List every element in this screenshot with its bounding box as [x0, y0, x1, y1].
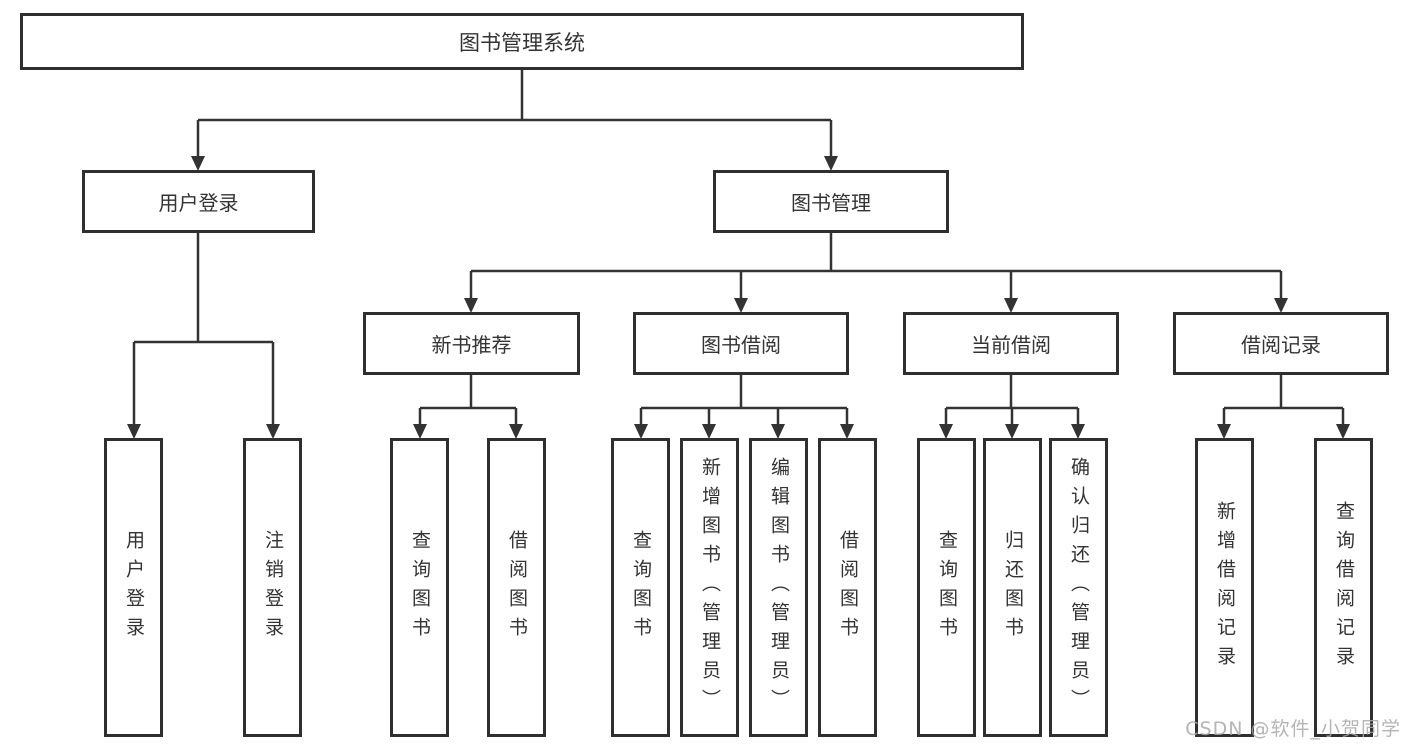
node-user-login: 用户登录: [82, 170, 315, 233]
arrow-down-icon: [824, 156, 838, 171]
arrow-down-icon: [266, 424, 280, 439]
leaf-return-book: 归还图书: [983, 438, 1042, 737]
leaf-query-borrow-record: 查询借阅记录: [1314, 438, 1373, 737]
node-new-book-recommend: 新书推荐: [363, 312, 580, 375]
arrow-down-icon: [771, 424, 785, 439]
leaf-label: 查询图书: [409, 529, 431, 646]
connector-user-login-to-leaves: [132, 233, 275, 426]
leaf-add-borrow-record: 新增借阅记录: [1195, 438, 1254, 737]
arrow-down-icon: [127, 424, 141, 439]
leaf-label: 借阅图书: [506, 529, 528, 646]
arrow-down-icon: [634, 424, 648, 439]
node-book-borrow: 图书借阅: [633, 312, 849, 375]
leaf-borrow-books-recommend: 借阅图书: [487, 438, 546, 737]
leaf-label: 借阅图书: [837, 529, 859, 646]
arrow-down-icon: [1274, 298, 1288, 313]
leaf-label: 确认归还（管理员）: [1068, 457, 1090, 718]
connector-book-mgmt-to-level3: [469, 233, 1283, 300]
connector-current-borrow-to-leaves: [944, 375, 1080, 426]
leaf-query-books-recommend: 查询图书: [390, 438, 449, 737]
leaf-label: 新增借阅记录: [1214, 500, 1236, 675]
leaf-label: 查询图书: [630, 529, 652, 646]
arrow-down-icon: [734, 298, 748, 313]
connector-root-to-level2: [196, 70, 833, 158]
arrow-down-icon: [702, 424, 716, 439]
csdn-watermark: CSDN @软件_小贺同学: [1185, 718, 1401, 740]
leaf-query-books-current: 查询图书: [917, 438, 976, 737]
leaf-label: 查询图书: [936, 529, 958, 646]
connector-new-book-rec-to-leaves: [418, 375, 518, 426]
leaf-label: 编辑图书（管理员）: [768, 457, 790, 718]
connector-borrow-records-to-leaves: [1222, 375, 1345, 426]
leaf-borrow-books: 借阅图书: [818, 438, 877, 737]
node-book-management: 图书管理: [713, 170, 949, 233]
arrow-down-icon: [1005, 424, 1019, 439]
arrow-down-icon: [840, 424, 854, 439]
node-current-borrow: 当前借阅: [903, 312, 1119, 375]
leaf-user-login: 用户登录: [104, 438, 163, 737]
leaf-label: 归还图书: [1002, 529, 1024, 646]
leaf-label: 注销登录: [262, 529, 284, 646]
leaf-logout: 注销登录: [243, 438, 302, 737]
arrow-down-icon: [939, 424, 953, 439]
arrow-down-icon: [1071, 424, 1085, 439]
leaf-label: 查询借阅记录: [1333, 500, 1355, 675]
arrow-down-icon: [413, 424, 427, 439]
leaf-add-book-admin: 新增图书（管理员）: [680, 438, 739, 737]
connector-book-borrow-to-leaves: [639, 375, 849, 426]
arrow-down-icon: [1217, 424, 1231, 439]
leaf-confirm-return-admin: 确认归还（管理员）: [1049, 438, 1108, 737]
leaf-label: 用户登录: [123, 529, 145, 646]
arrow-down-icon: [1004, 298, 1018, 313]
arrow-down-icon: [191, 156, 205, 171]
leaf-edit-book-admin: 编辑图书（管理员）: [749, 438, 808, 737]
arrow-down-icon: [464, 298, 478, 313]
arrow-down-icon: [509, 424, 523, 439]
leaf-query-books-borrow: 查询图书: [611, 438, 670, 737]
leaf-label: 新增图书（管理员）: [699, 457, 721, 718]
arrow-down-icon: [1336, 424, 1350, 439]
node-root-system: 图书管理系统: [20, 13, 1024, 70]
node-borrow-records: 借阅记录: [1173, 312, 1389, 375]
